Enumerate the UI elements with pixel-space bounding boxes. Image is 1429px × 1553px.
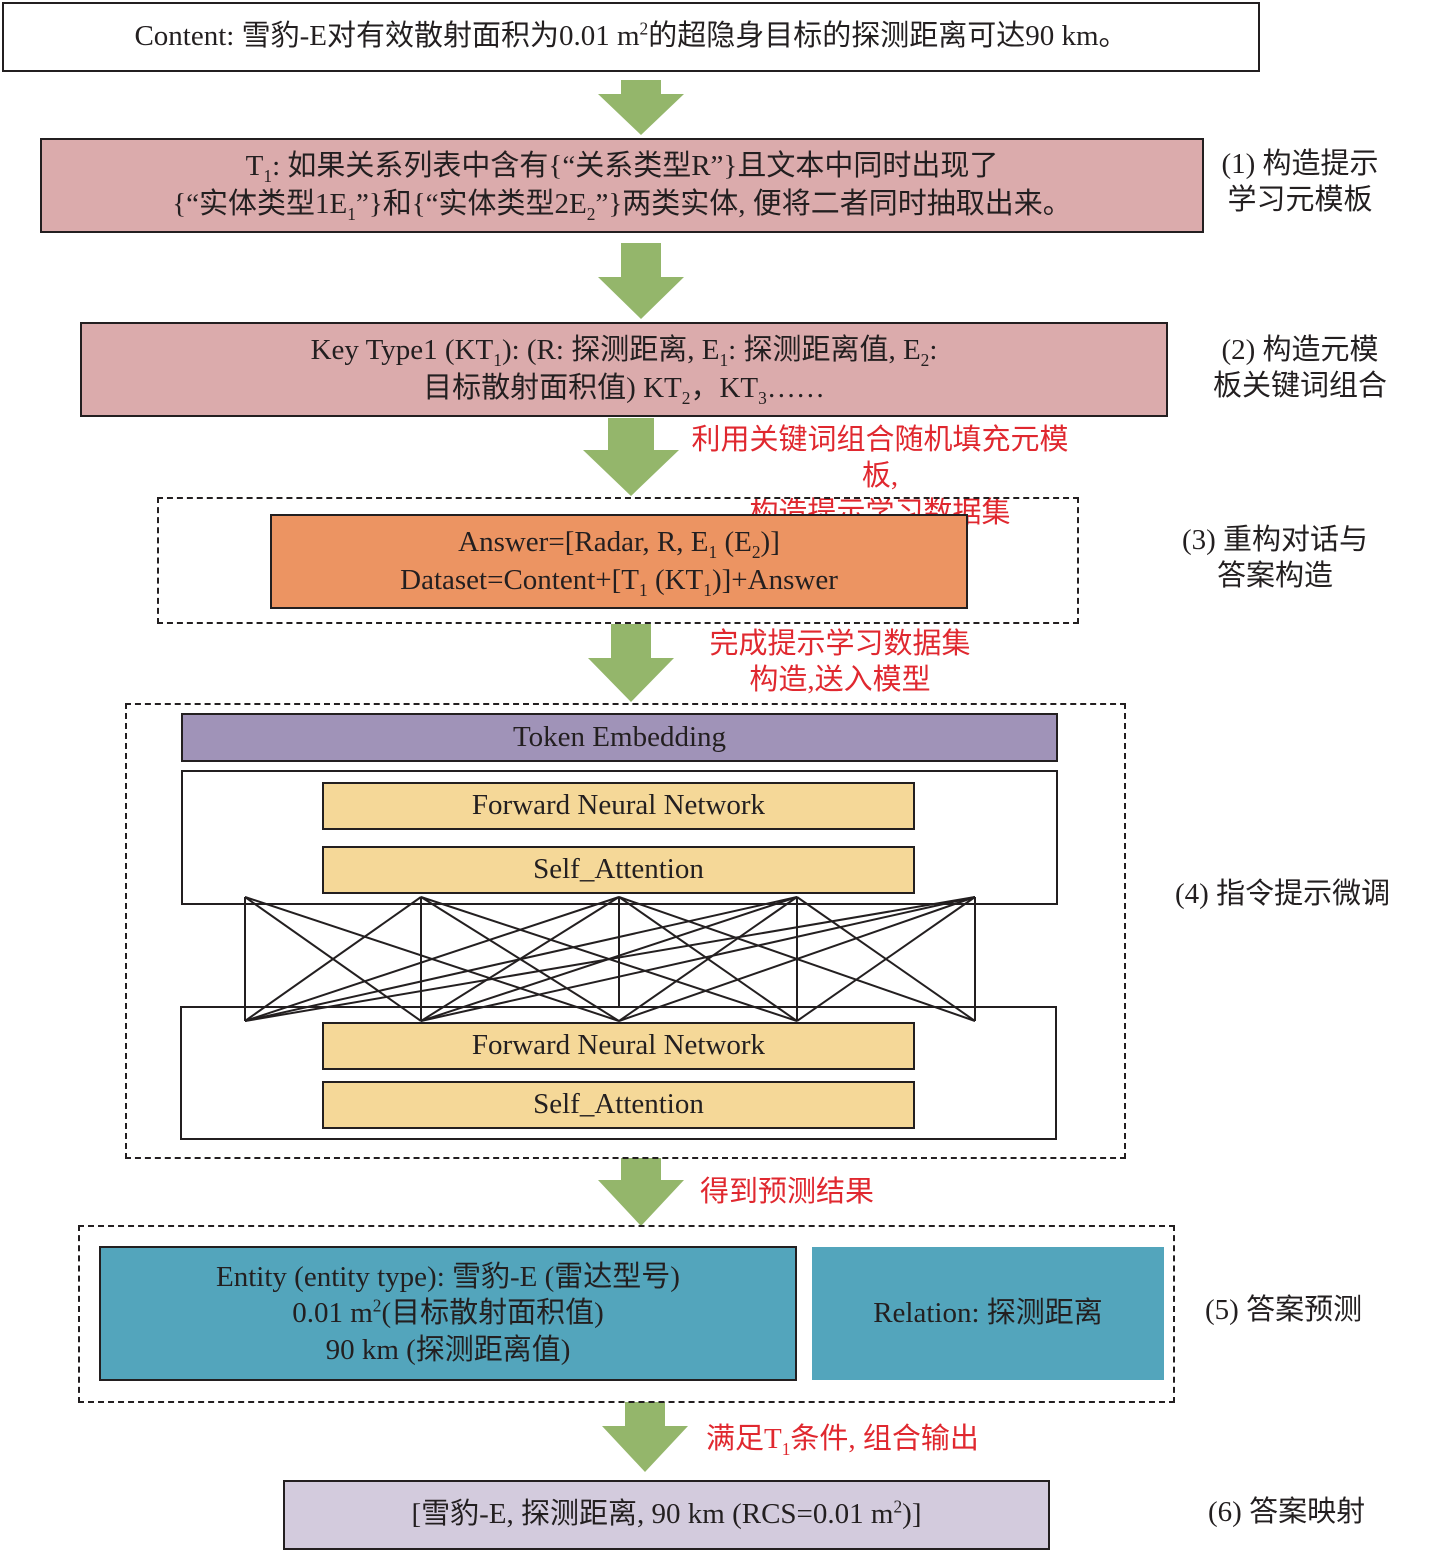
- arrow-down-icon: [598, 1158, 684, 1226]
- answer-prediction-container: [78, 1225, 1175, 1403]
- arrow-down-icon: [598, 80, 684, 135]
- keyword-combo-box: Key Type1 (KT1): (R: 探测距离, E1: 探测距离值, E2…: [80, 322, 1168, 417]
- dataset-line: Dataset=Content+[T1 (KT1)]+Answer: [400, 563, 838, 600]
- answer-dataset-box: Answer=[Radar, R, E1 (E2)] Dataset=Conte…: [270, 514, 968, 609]
- entity-line-1: Entity (entity type): 雪豹-E (雷达型号): [216, 1261, 680, 1294]
- combine-output-note: 满足T1条件, 组合输出: [706, 1423, 979, 1459]
- entity-box: Entity (entity type): 雪豹-E (雷达型号) 0.01 m…: [99, 1246, 797, 1381]
- meta-template-line-1: T1: 如果关系列表中含有{“关系类型R”}且文本中同时出现了: [245, 149, 999, 186]
- meta-template-box: T1: 如果关系列表中含有{“关系类型R”}且文本中同时出现了 {“实体类型1E…: [40, 138, 1204, 233]
- answer-mapping-text: [雪豹-E, 探测距离, 90 km (RCS=0.01 m2)]: [411, 1496, 922, 1531]
- arrow-down-icon: [583, 418, 679, 496]
- lower-ffn-box: Forward Neural Network: [322, 1022, 915, 1070]
- dialog-reconstruction-container: [157, 497, 1079, 624]
- step-6-label: (6) 答案映射: [1208, 1496, 1366, 1528]
- entity-line-3: 90 km (探测距离值): [325, 1333, 571, 1366]
- keyword-combo-line-1: Key Type1 (KT1): (R: 探测距离, E1: 探测距离值, E2…: [310, 333, 938, 370]
- arrow-down-icon: [602, 1402, 688, 1472]
- prediction-note: 得到预测结果: [700, 1176, 875, 1208]
- upper-self-attention-box: Self_Attention: [322, 846, 915, 894]
- content-text: Content: 雪豹-E对有效散射面积为0.01 m2的超隐身目标的探测距离可…: [134, 18, 1128, 53]
- step-1-label: (1) 构造提示 学习元模板: [1221, 148, 1379, 217]
- token-embedding-box: Token Embedding: [181, 713, 1058, 762]
- arrow-down-icon: [588, 624, 674, 702]
- dataset-complete-note: 完成提示学习数据集 构造,送入模型: [709, 628, 971, 697]
- step-4-label: (4) 指令提示微调: [1175, 878, 1391, 910]
- entity-line-2: 0.01 m2(目标散射面积值): [292, 1295, 604, 1330]
- step-5-label: (5) 答案预测: [1205, 1294, 1363, 1326]
- answer-mapping-box: [雪豹-E, 探测距离, 90 km (RCS=0.01 m2)]: [283, 1480, 1050, 1550]
- meta-template-line-2: {“实体类型1E1”}和{“实体类型2E2”}两类实体, 便将二者同时抽取出来。: [172, 187, 1072, 224]
- answer-line: Answer=[Radar, R, E1 (E2)]: [458, 525, 780, 562]
- step-2-label: (2) 构造元模 板关键词组合: [1212, 334, 1387, 403]
- fine-tuning-container: [125, 703, 1126, 1159]
- relation-box: Relation: 探测距离: [812, 1247, 1164, 1380]
- arrow-down-icon: [598, 243, 684, 319]
- content-box: Content: 雪豹-E对有效散射面积为0.01 m2的超隐身目标的探测距离可…: [2, 2, 1260, 72]
- keyword-combo-line-2: 目标散射面积值) KT2，KT3……: [423, 371, 825, 408]
- lower-self-attention-box: Self_Attention: [322, 1081, 915, 1129]
- step-3-label: (3) 重构对话与 答案构造: [1181, 524, 1369, 593]
- upper-ffn-box: Forward Neural Network: [322, 782, 915, 830]
